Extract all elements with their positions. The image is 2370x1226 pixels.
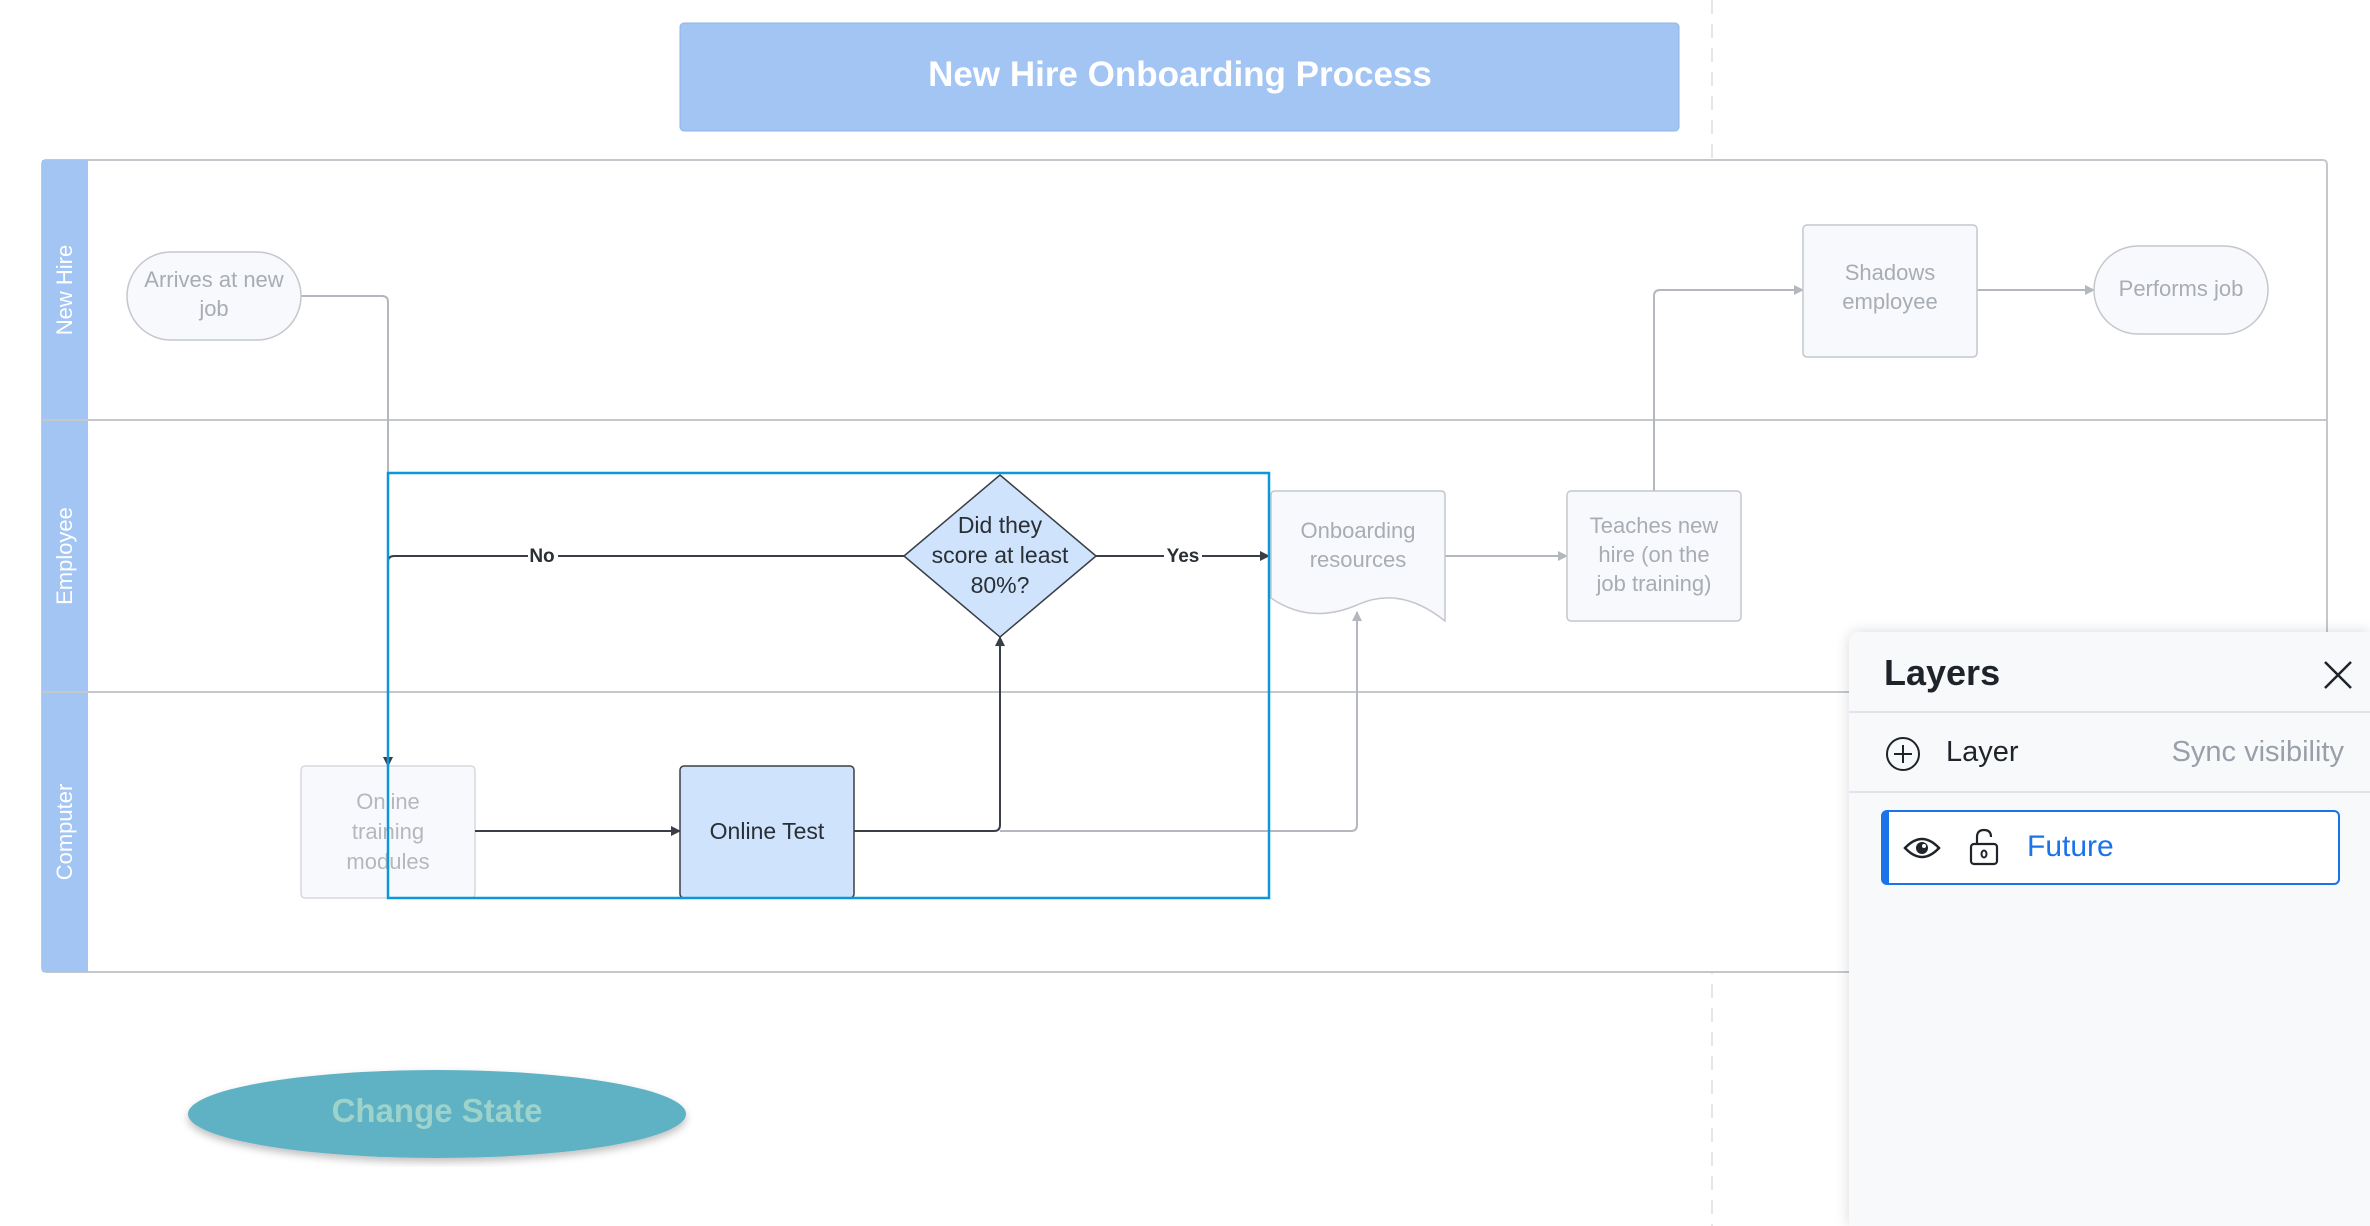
layers-panel-title: Layers	[1884, 652, 2001, 693]
svg-text:Online Test: Online Test	[710, 818, 825, 844]
close-icon[interactable]	[2321, 658, 2355, 692]
add-layer-button[interactable]: Layer	[1946, 736, 2019, 768]
layer-name: Future	[2027, 830, 2114, 863]
lane-label-employee: Employee	[52, 507, 77, 605]
svg-text:Change State: Change State	[332, 1092, 543, 1129]
add-layer-row: Layer Sync visibility	[1849, 714, 2370, 792]
add-layer-icon[interactable]	[1885, 736, 1921, 772]
edge-label-no: No	[529, 546, 554, 567]
layer-item-future[interactable]: Future	[1881, 810, 2340, 885]
divider	[1849, 711, 2370, 713]
shape-performs-job[interactable]: Performs job	[2093, 245, 2269, 335]
unlock-icon[interactable]	[1969, 828, 1999, 866]
lane-label-computer: Computer	[52, 784, 77, 881]
divider	[1849, 791, 2370, 793]
sync-visibility-button[interactable]: Sync visibility	[2171, 736, 2344, 768]
lane-label-new-hire: New Hire	[52, 245, 77, 335]
faded-connectors	[301, 285, 2095, 832]
eye-icon[interactable]	[1903, 834, 1941, 862]
change-state-button[interactable]: Change State	[188, 1070, 686, 1158]
edge-label-yes: Yes	[1167, 546, 1200, 567]
selection-box[interactable]	[386, 471, 1271, 900]
shape-online-test[interactable]: Online Test	[679, 765, 855, 899]
diagram-title: New Hire Onboarding Process	[928, 55, 1432, 94]
title-shape[interactable]: New Hire Onboarding Process	[679, 22, 1680, 132]
layers-panel: Layers Layer Sync visibility Future	[1849, 632, 2370, 1226]
svg-text:Performs job: Performs job	[2119, 276, 2244, 301]
